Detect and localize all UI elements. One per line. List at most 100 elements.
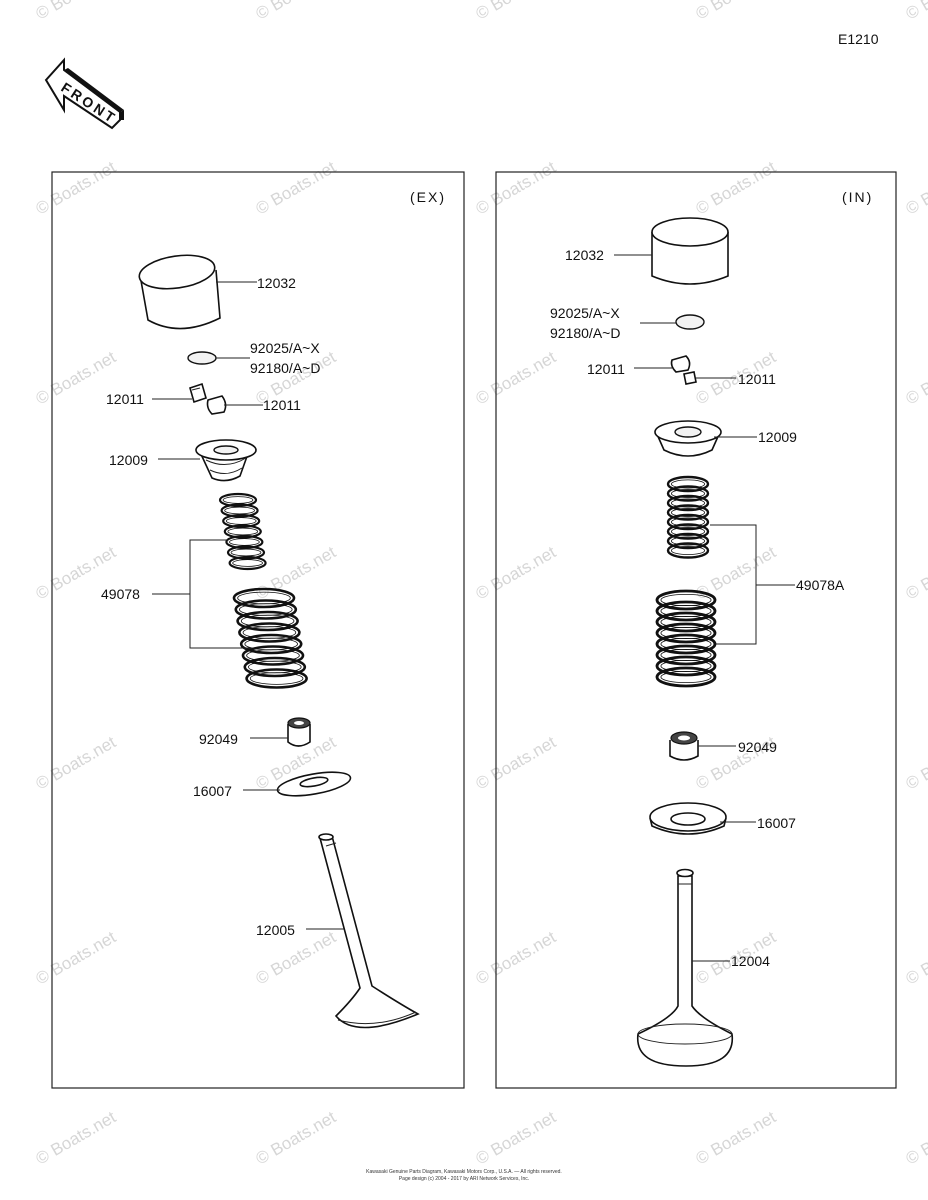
in-panel-frame <box>495 171 897 1089</box>
ex-shim-label-b: 92180/A~D <box>250 360 320 376</box>
spring-coil <box>226 545 266 560</box>
ex-panel-frame <box>51 171 465 1089</box>
spring-coil <box>222 513 261 529</box>
watermark-text: © Boats.net <box>33 157 120 218</box>
watermark-text: © Boats.net <box>473 732 560 793</box>
ex-tappet-label: 12032 <box>257 275 296 291</box>
spring-coil <box>666 513 710 531</box>
ex-retainer[interactable] <box>195 439 257 482</box>
spring-coil-inner <box>249 672 304 685</box>
spring-coil <box>236 610 299 632</box>
spring-coil <box>655 622 717 644</box>
in-panel-title: (IN) <box>842 189 873 205</box>
spring-coil <box>220 503 259 518</box>
ex-valve-seal-label: 92049 <box>199 731 238 747</box>
watermark-text: © Boats.net <box>253 157 340 218</box>
in-valve[interactable] <box>637 868 734 1067</box>
watermark-text: © Boats.net <box>693 1107 780 1168</box>
spring-coil <box>241 645 305 666</box>
ex-valve[interactable] <box>318 833 420 1029</box>
diagram-code: E1210 <box>838 31 879 47</box>
in-spring-seat[interactable] <box>649 802 727 835</box>
in-panel: (IN) 12032 92025/A~X 92180/A~D 12011 120… <box>495 171 897 1089</box>
in-valve-seal-label: 92049 <box>738 739 777 755</box>
watermark-text: © Boats.net <box>473 542 560 603</box>
watermark-text: © Boats.net <box>473 157 560 218</box>
ex-spring-outer[interactable] <box>232 587 308 689</box>
watermark-text: © Boats.net <box>903 732 928 793</box>
in-spring-seat-label: 16007 <box>757 815 796 831</box>
ex-shim-label-a: 92025/A~X <box>250 340 320 356</box>
ex-spring-seat-label: 16007 <box>193 783 232 799</box>
spring-coil-inner <box>670 507 706 518</box>
spring-coil-inner <box>222 496 254 504</box>
spring-coil-inner <box>227 527 259 536</box>
spring-coil <box>243 656 307 678</box>
watermark-layer: © Boats.net © Boats.net © Boats.net © Boats… <box>33 0 928 1168</box>
ex-keeper-left-label: 12011 <box>106 391 144 407</box>
spring-coil-inner <box>670 545 706 556</box>
spring-coil-inner <box>670 488 706 499</box>
watermark-text: © Boats.net <box>903 1107 928 1168</box>
in-shim[interactable] <box>675 314 705 330</box>
watermark-text: © Boats.net <box>903 542 928 603</box>
in-spring-outer[interactable] <box>655 589 717 688</box>
watermark-text: © Boats.net <box>693 0 780 23</box>
ex-valve-seal[interactable] <box>287 717 311 747</box>
spring-coil-inner <box>670 536 706 546</box>
spring-coil <box>666 523 710 540</box>
spring-coil <box>218 492 258 508</box>
spring-coil-inner <box>670 517 706 527</box>
in-valve-seal[interactable] <box>669 731 699 761</box>
spring-coil <box>666 504 710 521</box>
spring-coil-inner <box>232 559 263 567</box>
ex-panel: (EX) 12032 92025/A~X 92180/A~D 12011 120… <box>51 171 465 1089</box>
footer-line-2: Page design (c) 2004 - 2017 by ARI Netwo… <box>399 1176 529 1182</box>
watermark-text: © Boats.net <box>473 0 560 23</box>
in-shim-label-a: 92025/A~X <box>550 305 620 321</box>
watermark-text: © Boats.net <box>903 347 928 408</box>
ex-keeper-right-label: 12011 <box>263 397 301 413</box>
spring-coil <box>238 622 301 643</box>
ex-tappet[interactable] <box>137 251 221 330</box>
spring-coil <box>666 475 710 493</box>
in-retainer[interactable] <box>654 420 722 457</box>
watermark-text: © Boats.net <box>33 1107 120 1168</box>
spring-coil <box>223 524 262 539</box>
spring-coil <box>228 555 267 571</box>
spring-coil <box>232 587 296 609</box>
in-tappet[interactable] <box>651 217 729 285</box>
spring-coil-inner <box>224 506 255 515</box>
in-valve-label: 12004 <box>731 953 770 969</box>
ex-valve-label: 12005 <box>256 922 295 938</box>
spring-coil-inner <box>229 538 260 546</box>
in-keeper-right-label: 12011 <box>738 371 776 387</box>
in-shim-label-b: 92180/A~D <box>550 325 620 341</box>
ex-retainer-label: 12009 <box>109 452 148 468</box>
watermark-text: © Boats.net <box>903 0 928 23</box>
ex-panel-title: (EX) <box>410 189 446 205</box>
spring-coil <box>655 633 717 655</box>
watermark-text: © Boats.net <box>33 927 120 988</box>
spring-coil <box>666 532 710 550</box>
ex-shim[interactable] <box>187 351 217 365</box>
spring-coil <box>225 534 264 550</box>
spring-coil <box>655 655 717 677</box>
ex-keeper-left[interactable] <box>189 382 207 404</box>
in-spring-inner[interactable] <box>666 475 710 559</box>
in-keeper-left[interactable] <box>670 355 691 373</box>
ex-spring-seat[interactable] <box>276 768 352 801</box>
spring-coil <box>666 542 710 559</box>
ex-spring-inner[interactable] <box>218 492 267 571</box>
watermark-text: © Boats.net <box>473 347 560 408</box>
watermark-text: © Boats.net <box>473 927 560 988</box>
in-retainer-label: 12009 <box>758 429 797 445</box>
spring-coil-inner <box>660 670 712 684</box>
watermark-text: © Boats.net <box>253 0 340 23</box>
in-spring-label: 49078A <box>796 577 845 593</box>
ex-keeper-right[interactable] <box>206 395 227 415</box>
watermark-text: © Boats.net <box>903 927 928 988</box>
in-keeper-right[interactable] <box>683 371 697 385</box>
spring-coil <box>655 611 717 633</box>
